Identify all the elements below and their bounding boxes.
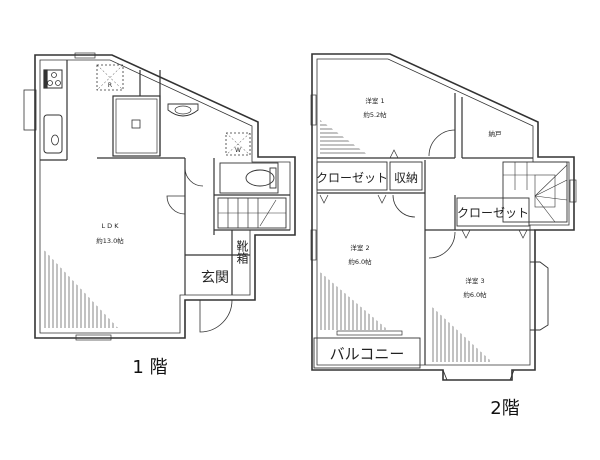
storage-nando-label: 納戸 (489, 129, 503, 138)
washer-label: W (235, 147, 241, 154)
room1-name: 洋室 1 (365, 96, 384, 105)
floor-1-label: 1 階 (132, 357, 167, 378)
entrance-label: 玄関 (201, 269, 229, 286)
balcony-label: バルコニー (330, 345, 405, 363)
ldk-floor-hatch (44, 250, 118, 328)
room3-area: 約6.0帖 (463, 290, 487, 299)
closet-1-label: クローゼット (316, 171, 388, 185)
room1-area: 約5.2帖 (363, 110, 387, 119)
storage-label: 収納 (394, 171, 418, 185)
room2-area: 約6.0帖 (348, 257, 372, 266)
floor-2-label: 2階 (490, 398, 519, 419)
room1-floor-hatch (320, 120, 368, 155)
shoe-box-label: 靴箱 (235, 240, 249, 264)
ldk-area: 約13.0帖 (96, 236, 124, 245)
closet-2-label: クローゼット (457, 206, 529, 220)
room3-name: 洋室 3 (465, 276, 484, 285)
floor-2-plan (310, 53, 577, 381)
refrigerator-label: R (108, 82, 112, 89)
room2-name: 洋室 2 (350, 243, 369, 252)
ldk-name: L D K (101, 222, 119, 230)
room2-floor-hatch (320, 272, 388, 330)
room3-floor-hatch (430, 305, 492, 362)
floor-1-plan (23, 52, 296, 341)
